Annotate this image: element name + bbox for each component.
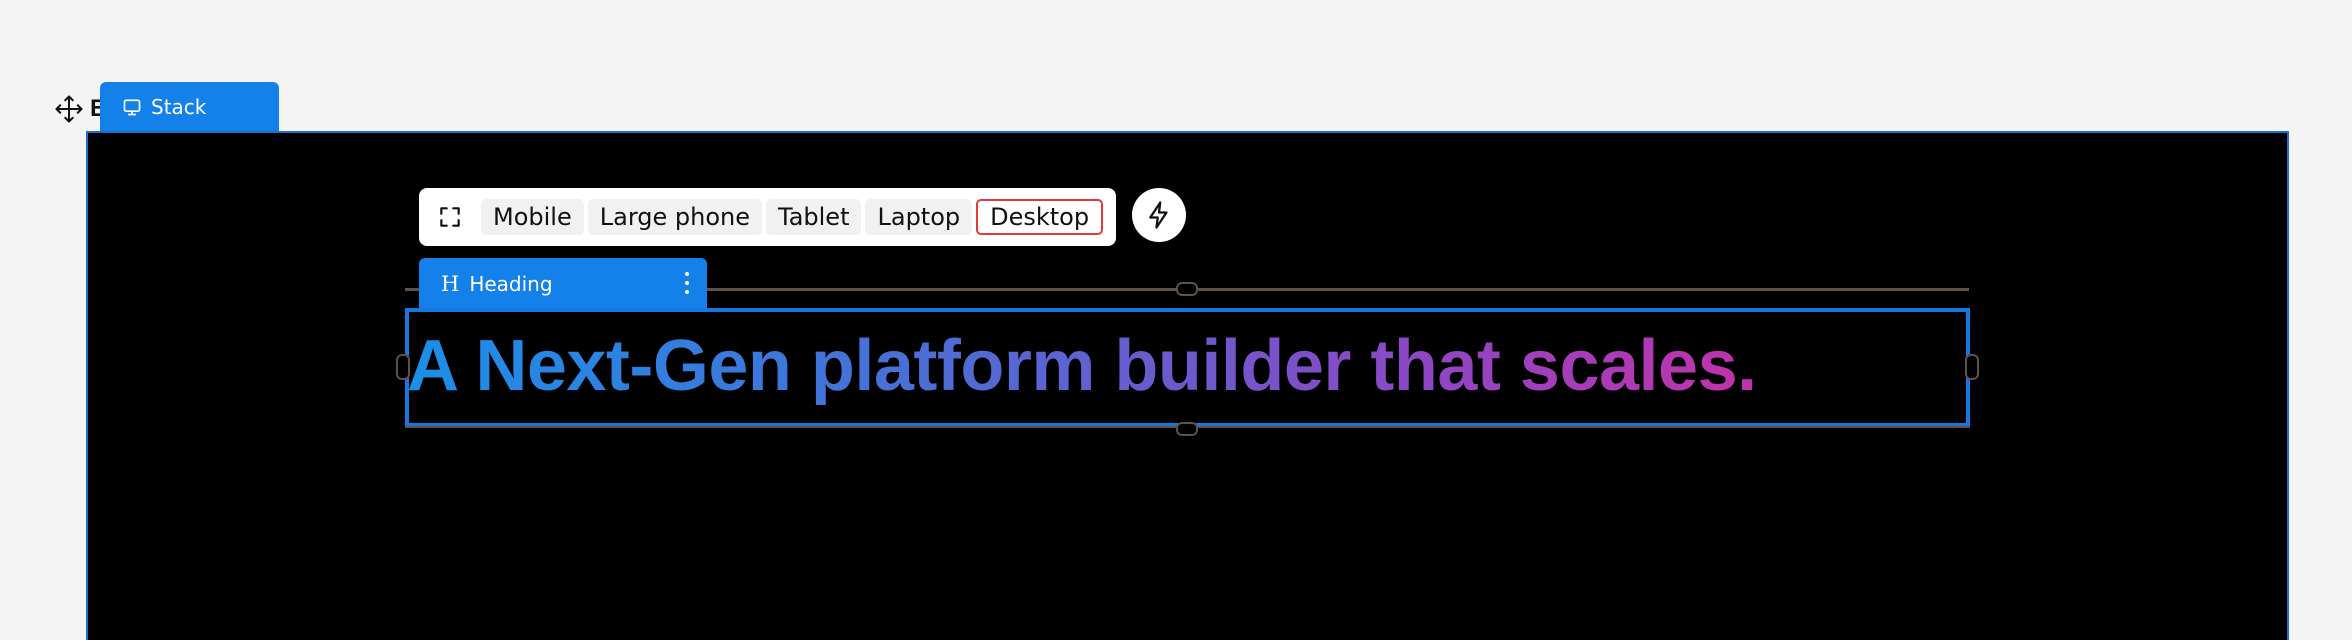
resize-handle-right[interactable] bbox=[1965, 354, 1979, 380]
breakpoint-mobile[interactable]: Mobile bbox=[481, 199, 584, 235]
heading-element-tab[interactable]: H Heading bbox=[419, 258, 707, 309]
monitor-icon bbox=[123, 99, 141, 115]
breakpoint-toolbar: Mobile Large phone Tablet Laptop Desktop bbox=[419, 188, 1116, 246]
hero-heading[interactable]: A Next-Gen platform builder that scales. bbox=[407, 318, 1967, 414]
kebab-menu-icon[interactable] bbox=[681, 268, 693, 298]
stack-tab-label: Stack bbox=[151, 94, 207, 119]
heading-icon: H bbox=[441, 271, 460, 296]
breakpoint-laptop[interactable]: Laptop bbox=[865, 199, 973, 235]
breakpoint-large-phone[interactable]: Large phone bbox=[587, 199, 762, 235]
breakpoint-tablet[interactable]: Tablet bbox=[766, 199, 862, 235]
heading-tab-label: Heading bbox=[469, 271, 553, 296]
lightning-bolt-icon[interactable] bbox=[1132, 188, 1186, 242]
resize-handle-bottom[interactable] bbox=[1176, 422, 1198, 436]
breakpoint-desktop[interactable]: Desktop bbox=[976, 199, 1104, 235]
resize-handle-top[interactable] bbox=[1176, 282, 1198, 296]
fullscreen-icon[interactable] bbox=[433, 200, 467, 234]
selection-guide-top bbox=[707, 288, 1969, 291]
selection-guide-top-left bbox=[405, 288, 419, 291]
move-arrows-icon[interactable] bbox=[54, 94, 88, 124]
stack-element-tab[interactable]: Stack bbox=[100, 82, 279, 131]
resize-handle-left[interactable] bbox=[396, 354, 410, 380]
